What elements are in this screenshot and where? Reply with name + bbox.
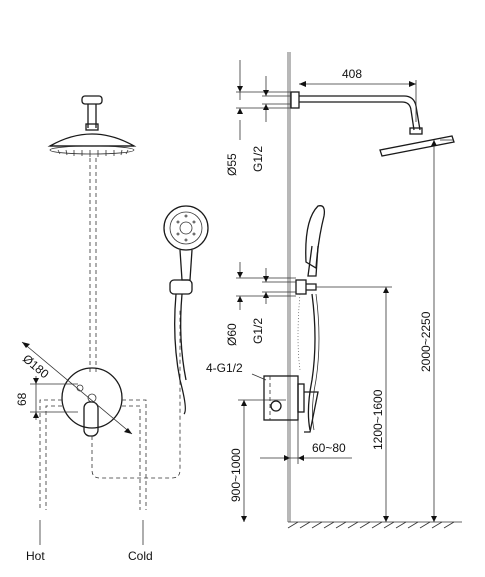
holder-thread-label: G1/2: [251, 318, 265, 344]
wall-section: [287, 52, 462, 529]
side-shower-arm: [290, 91, 455, 157]
front-view: Ø180 68: [15, 95, 209, 563]
valve-depth-label: 60~80: [312, 441, 346, 455]
dim-holder-height: 1200~1600: [316, 286, 392, 522]
side-hand-shower: [295, 205, 326, 431]
front-hose-pipe: [91, 310, 181, 479]
holder-height-label: 1200~1600: [371, 389, 385, 450]
arm-length-label: 408: [342, 67, 362, 81]
holder-diameter-label: Ø60: [225, 323, 239, 346]
valve-height-label: 68: [15, 392, 29, 406]
front-valve-plate: [61, 367, 123, 437]
total-height-label: 2000~2250: [419, 311, 433, 372]
dim-valve-depth: 60~80: [260, 420, 352, 464]
arm-thread-label: G1/2: [251, 146, 265, 172]
dim-holder: Ø60 G1/2: [225, 262, 296, 346]
front-hand-shower: [163, 205, 209, 415]
front-riser-pipe: [89, 158, 97, 372]
dim-total-height: 2000~2250: [419, 139, 454, 522]
dim-front-diameter: Ø180: [20, 341, 133, 435]
cold-label: Cold: [128, 549, 153, 563]
dim-arm-length: 408: [299, 67, 417, 122]
front-ceiling-mount: [81, 95, 103, 131]
side-valve-box: 4-G1/2: [206, 361, 319, 433]
valve-mount-label: 900~1000: [229, 448, 243, 502]
dim-valve-height: 68: [15, 376, 78, 420]
flange-diameter-label: Ø55: [225, 153, 239, 176]
side-view: 408 Ø55 G1/2: [206, 52, 462, 529]
front-supply-pipes: [39, 399, 147, 545]
dim-arm-flange: Ø55 G1/2: [225, 60, 291, 176]
dim-valve-mount: 900~1000: [229, 399, 286, 522]
front-shower-head: [47, 133, 137, 157]
inlets-label: 4-G1/2: [206, 361, 243, 375]
hot-label: Hot: [26, 549, 45, 563]
